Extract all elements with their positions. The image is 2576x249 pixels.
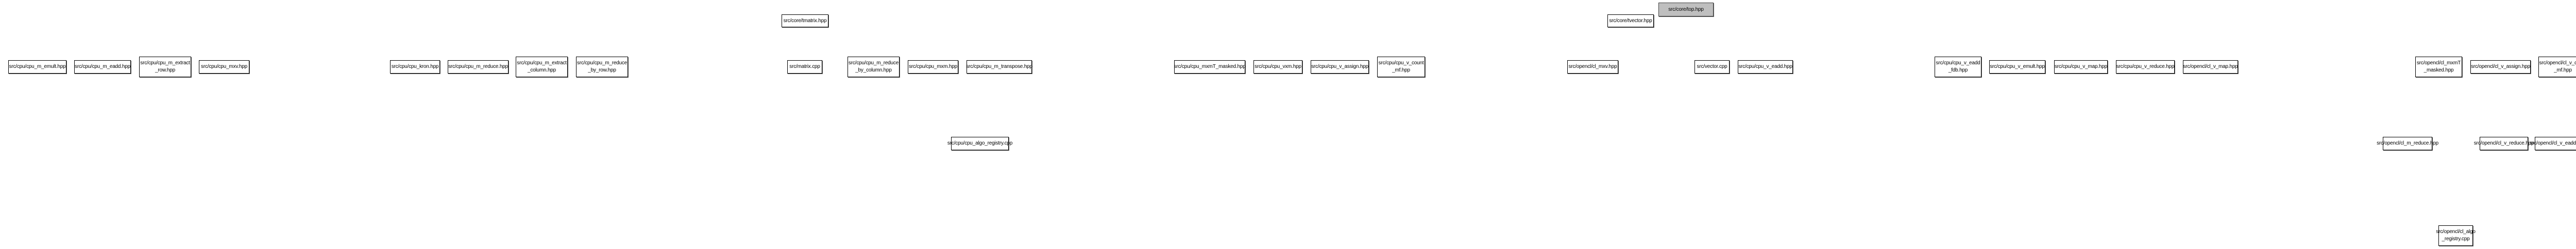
node-mxv[interactable]: src/cpu/cpu_mxv.hpp [199, 60, 249, 74]
node-vreduce[interactable]: src/cpu/cpu_v_reduce.hpp [2116, 60, 2175, 74]
node-meadd[interactable]: src/cpu/cpu_m_eadd.hpp [74, 60, 131, 74]
node-vassign[interactable]: src/cpu/cpu_v_assign.hpp [1311, 60, 1369, 74]
node-vcountmf[interactable]: src/cpu/cpu_v_count _mf.hpp [1377, 57, 1425, 77]
node-vmap[interactable]: src/cpu/cpu_v_map.hpp [2054, 60, 2108, 74]
node-memult[interactable]: src/cpu/cpu_m_emult.hpp [8, 60, 66, 74]
node-clvcountmf[interactable]: src/opencl/cl_v_count _mf.hpp [2538, 57, 2576, 77]
node-veaddfdb[interactable]: src/cpu/cpu_v_eadd _fdb.hpp [1935, 57, 1981, 77]
node-matrixcpp[interactable]: src/matrix.cpp [787, 60, 822, 74]
node-mreduce[interactable]: src/cpu/cpu_m_reduce.hpp [448, 60, 509, 74]
node-clvmap[interactable]: src/opencl/cl_v_map.hpp [2183, 60, 2238, 74]
node-mxmtm[interactable]: src/cpu/cpu_mxmT_masked.hpp [1174, 60, 1246, 74]
node-tmatrix[interactable]: src/core/tmatrix.hpp [782, 14, 828, 27]
node-mextcol[interactable]: src/cpu/cpu_m_extract _column.hpp [516, 57, 568, 77]
node-veadd[interactable]: src/cpu/cpu_v_eadd.hpp [1738, 60, 1793, 74]
node-clreg[interactable]: src/opencl/cl_algo _registry.cpp [2436, 225, 2476, 246]
node-mredrow[interactable]: src/cpu/cpu_m_reduce _by_row.hpp [576, 57, 628, 77]
node-mredcol[interactable]: src/cpu/cpu_m_reduce _by_column.hpp [848, 57, 900, 77]
node-vemult[interactable]: src/cpu/cpu_v_emult.hpp [1989, 60, 2045, 74]
node-vectorcpp[interactable]: src/vector.cpp [1694, 60, 1730, 74]
node-mextrow[interactable]: src/cpu/cpu_m_extract _row.hpp [139, 57, 191, 77]
node-clvreduce[interactable]: src/opencl/cl_v_reduce.hpp [2474, 137, 2534, 150]
node-clveadd[interactable]: src/opencl/cl_v_eadd.hpp [2530, 137, 2576, 150]
node-mxm[interactable]: src/cpu/cpu_mxm.hpp [908, 60, 958, 74]
node-vxm[interactable]: src/cpu/cpu_vxm.hpp [1253, 60, 1302, 74]
node-top[interactable]: src/core/top.hpp [1658, 3, 1714, 16]
node-kron[interactable]: src/cpu/cpu_kron.hpp [390, 60, 440, 74]
node-clvassign[interactable]: src/opencl/cl_v_assign.hpp [2470, 60, 2531, 74]
node-clmxmtm[interactable]: src/opencl/cl_mxmT _masked.hpp [2415, 57, 2462, 77]
node-clmxv[interactable]: src/opencl/cl_mxv.hpp [1567, 60, 1618, 74]
node-mtrans[interactable]: src/cpu/cpu_m_transpose.hpp [966, 60, 1032, 74]
node-cpureg[interactable]: src/cpu/cpu_algo_registry.cpp [947, 137, 1012, 150]
node-clmreduce[interactable]: src/opencl/cl_m_reduce.hpp [2377, 137, 2438, 150]
node-tvector[interactable]: src/core/tvector.hpp [1607, 14, 1654, 27]
